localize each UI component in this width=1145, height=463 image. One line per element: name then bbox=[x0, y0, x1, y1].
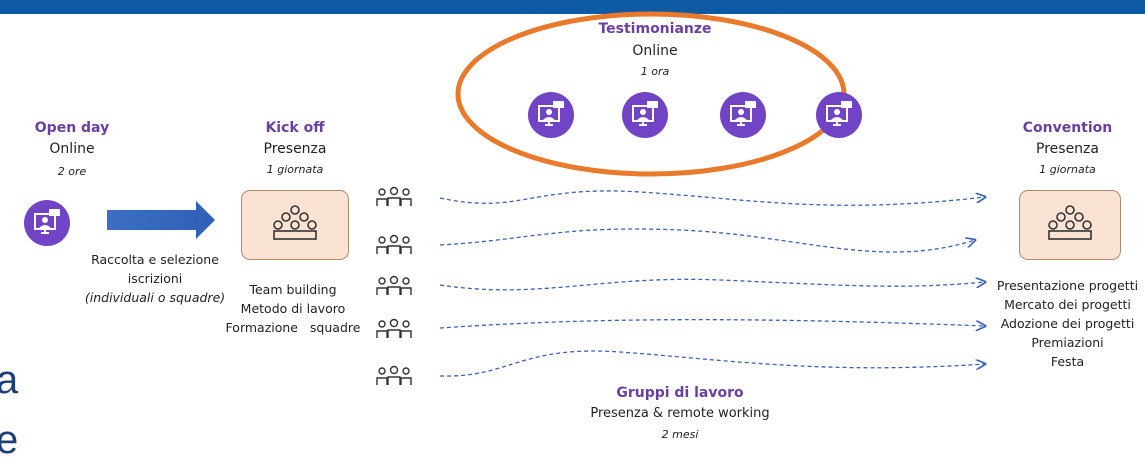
process-arrow bbox=[107, 201, 215, 239]
online-meeting-icon bbox=[622, 92, 668, 138]
work-group-path-3 bbox=[439, 279, 985, 291]
registration-line-1: Raccolta e selezione bbox=[91, 252, 219, 267]
work-group-path-4 bbox=[439, 318, 985, 328]
convention-title: Convention bbox=[1022, 120, 1113, 136]
convention-duration: 1 giornata bbox=[1039, 163, 1096, 176]
testimonianze-mode: Online bbox=[632, 43, 678, 59]
convention-mode: Presenza bbox=[1036, 141, 1099, 157]
kickoff-activity-item: Metodo di lavoro bbox=[240, 301, 346, 316]
convention-activity-item: Mercato dei progetti bbox=[1004, 297, 1131, 312]
audience-icon bbox=[1048, 205, 1092, 240]
work-group-path-5 bbox=[439, 350, 985, 377]
gruppi-duration: 2 mesi bbox=[661, 428, 699, 441]
gruppi-title: Gruppi di lavoro bbox=[616, 385, 744, 401]
testimonianze-duration: 1 ora bbox=[640, 65, 670, 78]
registration-line-2: iscrizioni bbox=[127, 271, 183, 286]
work-group-path-2 bbox=[439, 228, 975, 253]
online-meeting-icon bbox=[720, 92, 766, 138]
open-day-duration: 2 ore bbox=[57, 165, 87, 178]
convention-activities: Presentazione progetti Mercato dei proge… bbox=[990, 276, 1145, 371]
kickoff-title: Kick off bbox=[265, 120, 325, 136]
convention-activity-item: Premiazioni bbox=[1031, 335, 1104, 350]
testimonianze-title: Testimonianze bbox=[598, 21, 712, 37]
kickoff-duration: 1 giornata bbox=[266, 163, 324, 176]
registration-text: Raccolta e selezione iscrizioni (individ… bbox=[70, 250, 240, 307]
partial-text-line-1: a bbox=[0, 358, 19, 402]
audience-box bbox=[1019, 190, 1121, 260]
kickoff-activity-item: Formazione squadre bbox=[225, 320, 361, 335]
diagram-connectors bbox=[107, 11, 1145, 377]
open-day-mode: Online bbox=[49, 141, 95, 157]
convention-activity-item: Festa bbox=[1050, 354, 1085, 369]
online-meeting-icon bbox=[816, 92, 862, 138]
convention-activity-item: Adozione dei progetti bbox=[1000, 316, 1135, 331]
online-meeting-icon bbox=[528, 92, 574, 138]
open-day-title: Open day bbox=[34, 120, 110, 136]
partial-text-line-2: e bbox=[0, 418, 19, 462]
work-group-path-1 bbox=[439, 190, 985, 206]
online-meeting-icon bbox=[24, 200, 70, 246]
gruppi-mode: Presenza & remote working bbox=[590, 406, 770, 421]
convention-activity-item: Presentazione progetti bbox=[996, 278, 1139, 293]
audience-icon bbox=[273, 205, 317, 240]
registration-line-3: (individuali o squadre) bbox=[84, 290, 226, 305]
audience-box bbox=[241, 190, 349, 260]
top-bar bbox=[0, 0, 1145, 14]
kickoff-activities: Team building Metodo di lavoro Formazion… bbox=[218, 280, 368, 337]
kickoff-mode: Presenza bbox=[263, 141, 327, 157]
kickoff-activity-item: Team building bbox=[249, 282, 337, 297]
